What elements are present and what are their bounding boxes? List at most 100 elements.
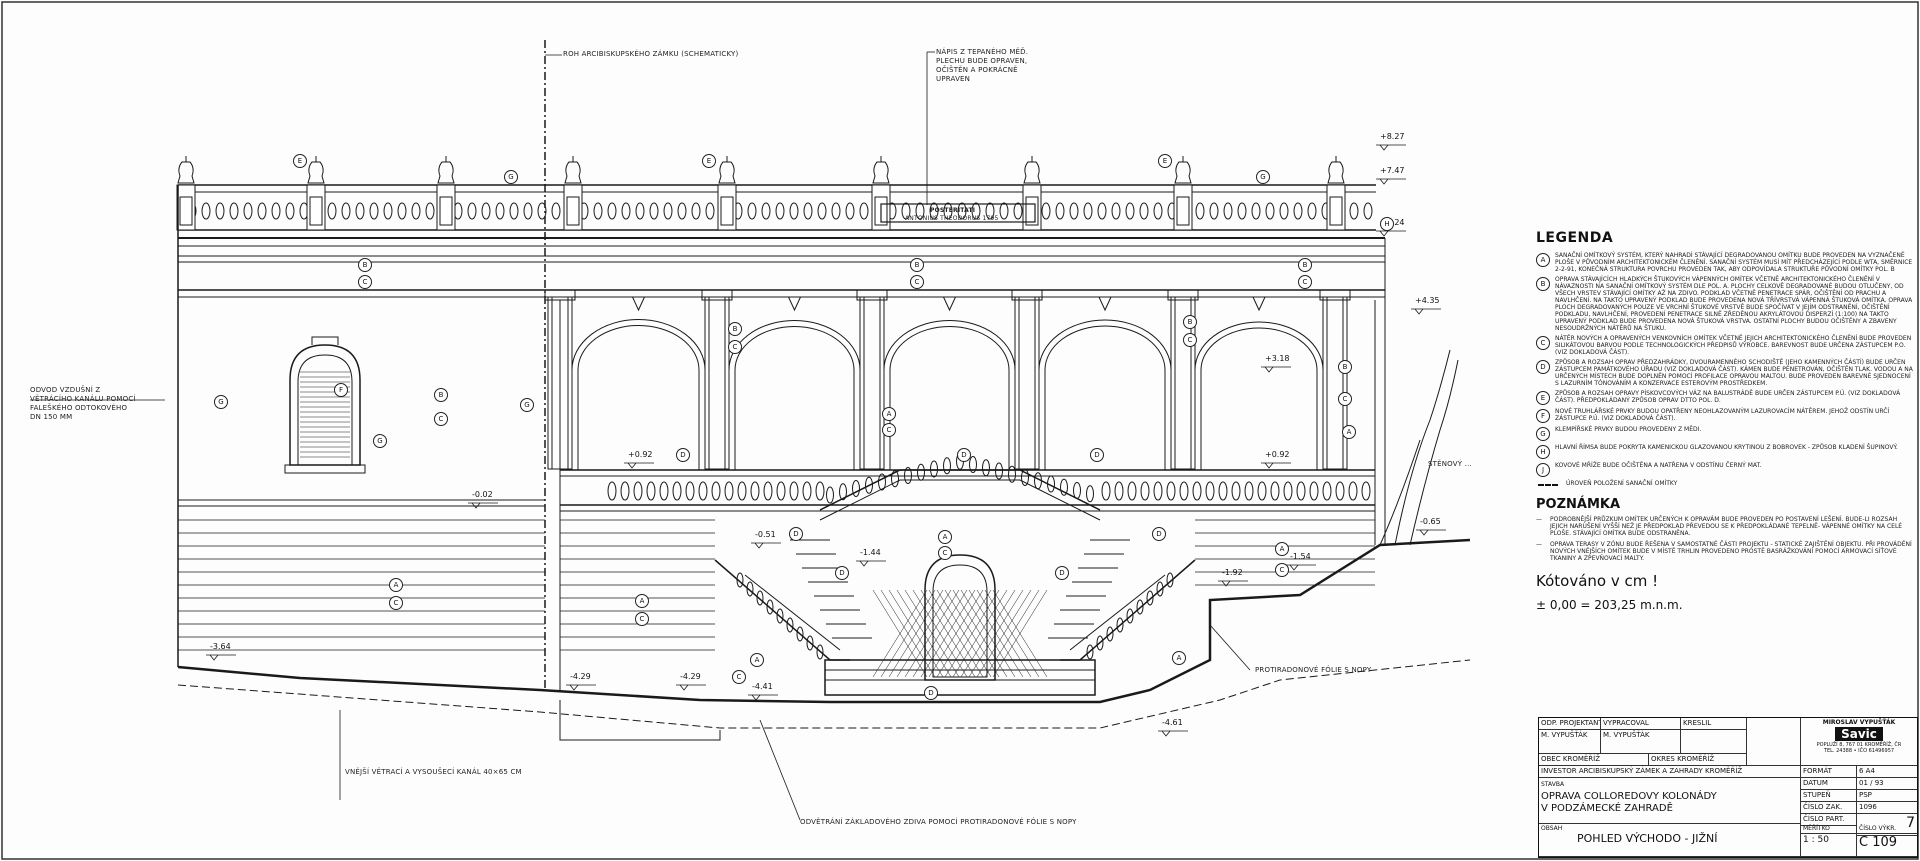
callout-marker-d: D xyxy=(676,448,690,462)
arch-outer xyxy=(883,320,1016,371)
baluster xyxy=(917,463,925,481)
legend-text: Způsob a rozsah oprav předzahrádky, dvou… xyxy=(1555,359,1913,387)
pier xyxy=(306,184,326,231)
baluster xyxy=(621,202,631,220)
callout-marker-c: C xyxy=(1298,275,1312,289)
baluster xyxy=(1265,202,1275,220)
level-label: +0.92 xyxy=(1265,450,1290,459)
baluster xyxy=(826,486,834,504)
baluster xyxy=(607,481,617,501)
callout-marker-d: D xyxy=(835,566,849,580)
legend-key-b: B xyxy=(1536,277,1550,291)
stair-baluster xyxy=(1146,590,1154,606)
colonnade-arches xyxy=(544,289,1351,470)
label-sealing-right: Protiradonové fólie s nopy xyxy=(1255,666,1372,674)
note-text-2: Oprava terasy v zónu bude řešena v samos… xyxy=(1550,541,1912,562)
tb-date-value: 01 / 93 xyxy=(1857,778,1917,790)
column xyxy=(1170,296,1196,470)
baluster xyxy=(845,202,855,220)
urn xyxy=(177,161,195,184)
baluster xyxy=(1209,202,1219,220)
baluster xyxy=(537,202,547,220)
baluster xyxy=(1231,481,1241,501)
legend-item: DZpůsob a rozsah oprav předzahrádky, dvo… xyxy=(1536,359,1916,387)
lattice-bar xyxy=(936,589,992,678)
baluster xyxy=(1335,481,1345,501)
tb-date-label: Datum xyxy=(1801,778,1857,790)
level-label: -1.92 xyxy=(1222,568,1243,577)
callout-marker-b: B xyxy=(1298,258,1312,272)
baluster xyxy=(1086,485,1094,503)
baluster xyxy=(831,202,841,220)
arch xyxy=(734,326,855,470)
arch xyxy=(1044,325,1166,470)
baluster xyxy=(677,202,687,220)
level-symbol xyxy=(206,654,236,661)
callout-marker-e: E xyxy=(1158,154,1172,168)
tb-contract-value: 1096 xyxy=(1857,802,1917,814)
pier-panel xyxy=(720,196,734,226)
baluster xyxy=(802,481,812,501)
baluster xyxy=(737,481,747,501)
callout-marker-c: C xyxy=(882,423,896,437)
baluster xyxy=(509,202,519,220)
tb-stage-label: Stupeň xyxy=(1801,790,1857,802)
baluster xyxy=(271,202,281,220)
legend-text: Nové truhlářské prvky budou opatřeny neo… xyxy=(1555,408,1890,422)
baluster xyxy=(685,481,695,501)
urn xyxy=(564,161,582,184)
column xyxy=(547,296,573,470)
callout-marker-c: C xyxy=(938,546,952,560)
keystone xyxy=(632,296,645,312)
level-label: -4.29 xyxy=(680,672,701,681)
baluster xyxy=(243,202,253,220)
callout-marker-a: A xyxy=(1172,651,1186,665)
note-item: —Oprava terasy v zónu bude řešena v samo… xyxy=(1536,541,1916,562)
baluster xyxy=(467,202,477,220)
legend-item: JKovové mříže bude očištěna a natřena v … xyxy=(1536,462,1916,477)
baluster xyxy=(229,202,239,220)
pier-panel xyxy=(1176,196,1190,226)
pier xyxy=(176,184,196,231)
tb-content-value: Pohled východo - jižní xyxy=(1577,832,1718,845)
baluster xyxy=(971,202,981,220)
callout-marker-a: A xyxy=(389,578,403,592)
column-capital xyxy=(701,289,733,301)
pier-panel xyxy=(1025,196,1039,226)
ground-line xyxy=(177,238,1471,741)
baluster xyxy=(1270,481,1280,501)
label-gutter: Odvod vzdušní z větrácího kanálu pomocí … xyxy=(30,386,136,421)
datum-level: ± 0,00 = 203,25 m.n.m. xyxy=(1536,598,1683,612)
callout-marker-c: C xyxy=(434,412,448,426)
baluster xyxy=(649,202,659,220)
baluster xyxy=(1060,478,1068,496)
baluster xyxy=(1309,481,1319,501)
tb-building-label: Stavba xyxy=(1541,781,1565,788)
baluster xyxy=(672,481,682,501)
baluster xyxy=(1205,481,1215,501)
tb-firm-address: Popluží 8, 767 01 Kroměříž, ČR xyxy=(1816,742,1902,748)
label-stone-wall: Stěnový ... xyxy=(1428,460,1472,468)
level-symbol xyxy=(1286,564,1316,571)
column-capital xyxy=(1011,289,1043,301)
tb-author-label: Odp. projektant xyxy=(1539,718,1601,730)
label-sealing-base: Odvětrání základového zdiva pomocí proti… xyxy=(800,818,1077,826)
stair-baluster xyxy=(1136,599,1144,615)
dashed-line-symbol xyxy=(1538,484,1558,486)
legend-item: BOprava stávajících hladkých štukových v… xyxy=(1536,276,1916,332)
level-symbol xyxy=(1376,178,1406,185)
baluster xyxy=(904,467,912,484)
callout-marker-f: F xyxy=(334,383,348,397)
pier-panel xyxy=(566,196,580,226)
callout-marker-b: B xyxy=(1183,315,1197,329)
legend-text: Sanační omítkový systém, který nahradí s… xyxy=(1555,252,1913,273)
tb-content: Obsah Pohled východo - jižní xyxy=(1539,824,1801,857)
left-wall xyxy=(177,40,561,690)
legend-panel: LEGENDA ASanační omítkový systém, který … xyxy=(1536,230,1916,612)
lattice-bar xyxy=(984,589,1040,678)
tb-content-label: Obsah xyxy=(1541,825,1563,832)
arched-window xyxy=(284,336,366,474)
tb-firm-name: Miroslav Vypušťák xyxy=(1822,719,1896,726)
callout-marker-a: A xyxy=(750,653,764,667)
level-label: -4.61 xyxy=(1162,718,1183,727)
